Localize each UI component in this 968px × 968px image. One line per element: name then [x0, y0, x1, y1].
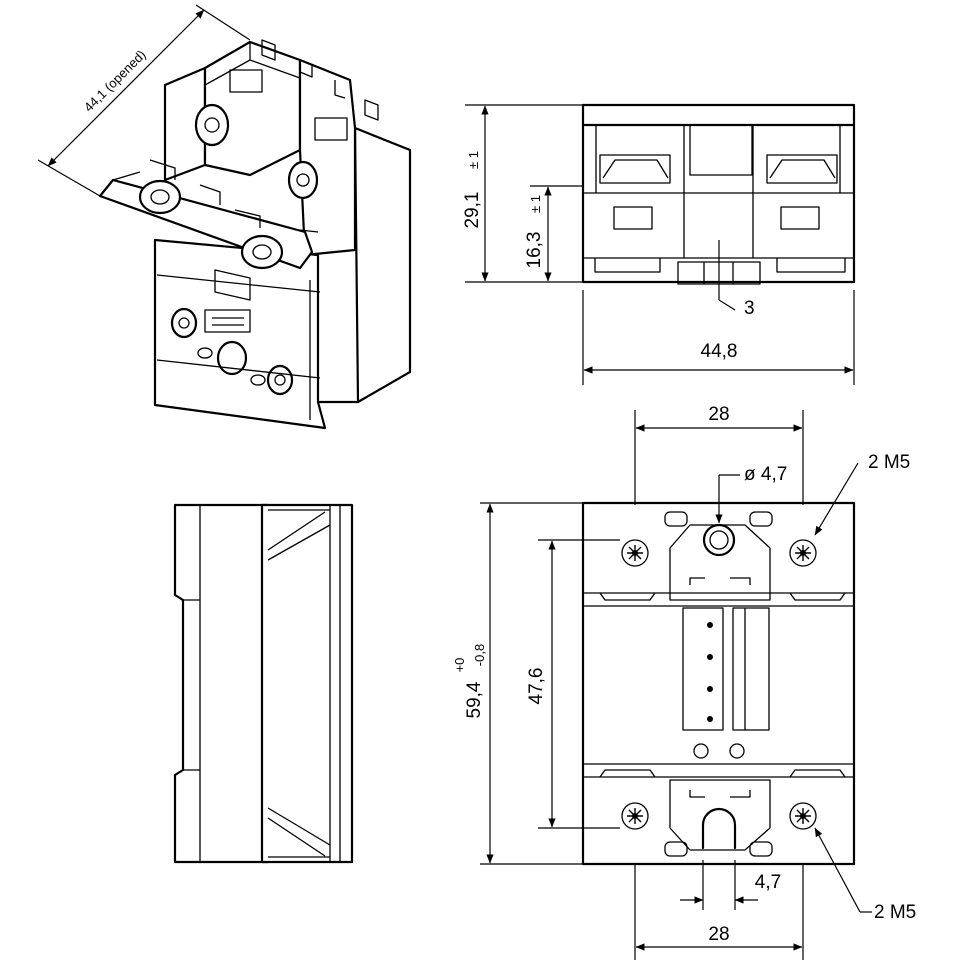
hole-spacing-bottom-value: 28 — [708, 924, 729, 945]
thread-bottom-label: 2 M5 — [874, 902, 916, 923]
height-total-tolerance: ± 1 — [466, 151, 481, 169]
height-total-value: 29,1 — [462, 192, 483, 229]
top-view: 28 ø 4,7 2 M5 59,4 +0 -0,8 47,6 4,7 2 M5 — [452, 404, 916, 960]
slot-width-value: 4,7 — [755, 872, 781, 893]
length-tolerance-minus: -0,8 — [472, 644, 487, 666]
height-partial-value: 16,3 — [524, 232, 545, 269]
hole-diameter-value: ø 4,7 — [744, 464, 787, 485]
isometric-view: 44,1 (opened) — [37, 4, 412, 430]
hole-spacing-top-value: 28 — [708, 404, 729, 425]
hole-spacing-vertical-value: 47,6 — [526, 668, 547, 705]
width-value: 44,8 — [701, 341, 738, 362]
thread-top-label: 2 M5 — [868, 452, 910, 473]
front-view: 29,1 ± 1 16,3 ± 1 3 44,8 — [462, 103, 856, 385]
length-tolerance-plus: +0 — [452, 658, 467, 673]
height-partial-tolerance: ± 1 — [528, 195, 543, 213]
opened-width-label: 44,1 (opened) — [81, 47, 149, 115]
offset-value: 3 — [744, 298, 755, 319]
side-view — [173, 503, 354, 864]
length-value: 59,4 — [464, 681, 485, 718]
